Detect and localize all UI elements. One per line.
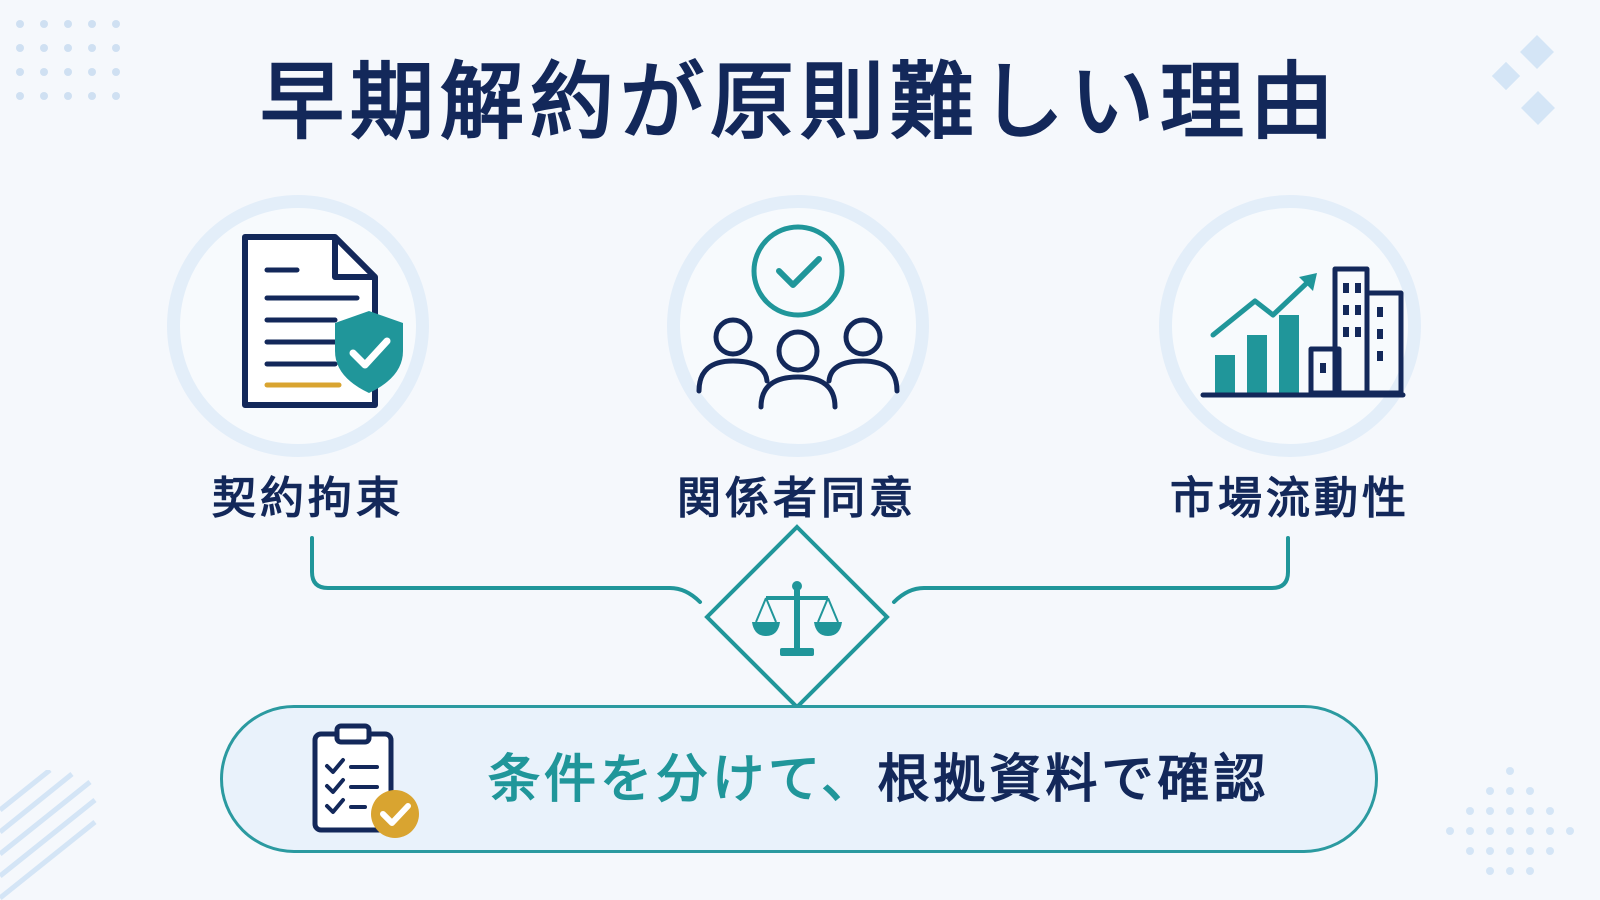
conclusion-text: 条件を分けて、根拠資料で確認 xyxy=(488,746,1269,814)
stripe-decoration xyxy=(0,770,97,900)
conclusion-text-teal: 条件を分けて、 xyxy=(488,750,878,810)
dot-grid-decoration xyxy=(1446,767,1574,875)
connector-right xyxy=(892,536,1290,604)
conclusion-banner: 条件を分けて、根拠資料で確認 xyxy=(220,705,1378,853)
diamond-decoration xyxy=(1491,35,1555,125)
page-title: 早期解約が原則難しい理由 xyxy=(259,53,1340,151)
reason-label-contract: 契約拘束 xyxy=(212,473,404,524)
reason-label-market: 市場流動性 xyxy=(1170,473,1410,524)
market-chart-icon xyxy=(1200,266,1406,398)
reason-circle-consent xyxy=(667,195,929,457)
connector-left xyxy=(310,536,702,604)
reason-circle-contract xyxy=(167,195,429,457)
clipboard-check-icon xyxy=(312,723,419,838)
scales-icon xyxy=(704,524,890,710)
reason-label-consent: 関係者同意 xyxy=(677,473,917,524)
conclusion-text-navy: 根拠資料で確認 xyxy=(877,750,1270,810)
contract-shield-icon xyxy=(242,234,403,408)
dot-grid-decoration xyxy=(16,20,120,100)
people-consent-icon xyxy=(696,224,900,410)
reason-circle-market xyxy=(1159,195,1421,457)
